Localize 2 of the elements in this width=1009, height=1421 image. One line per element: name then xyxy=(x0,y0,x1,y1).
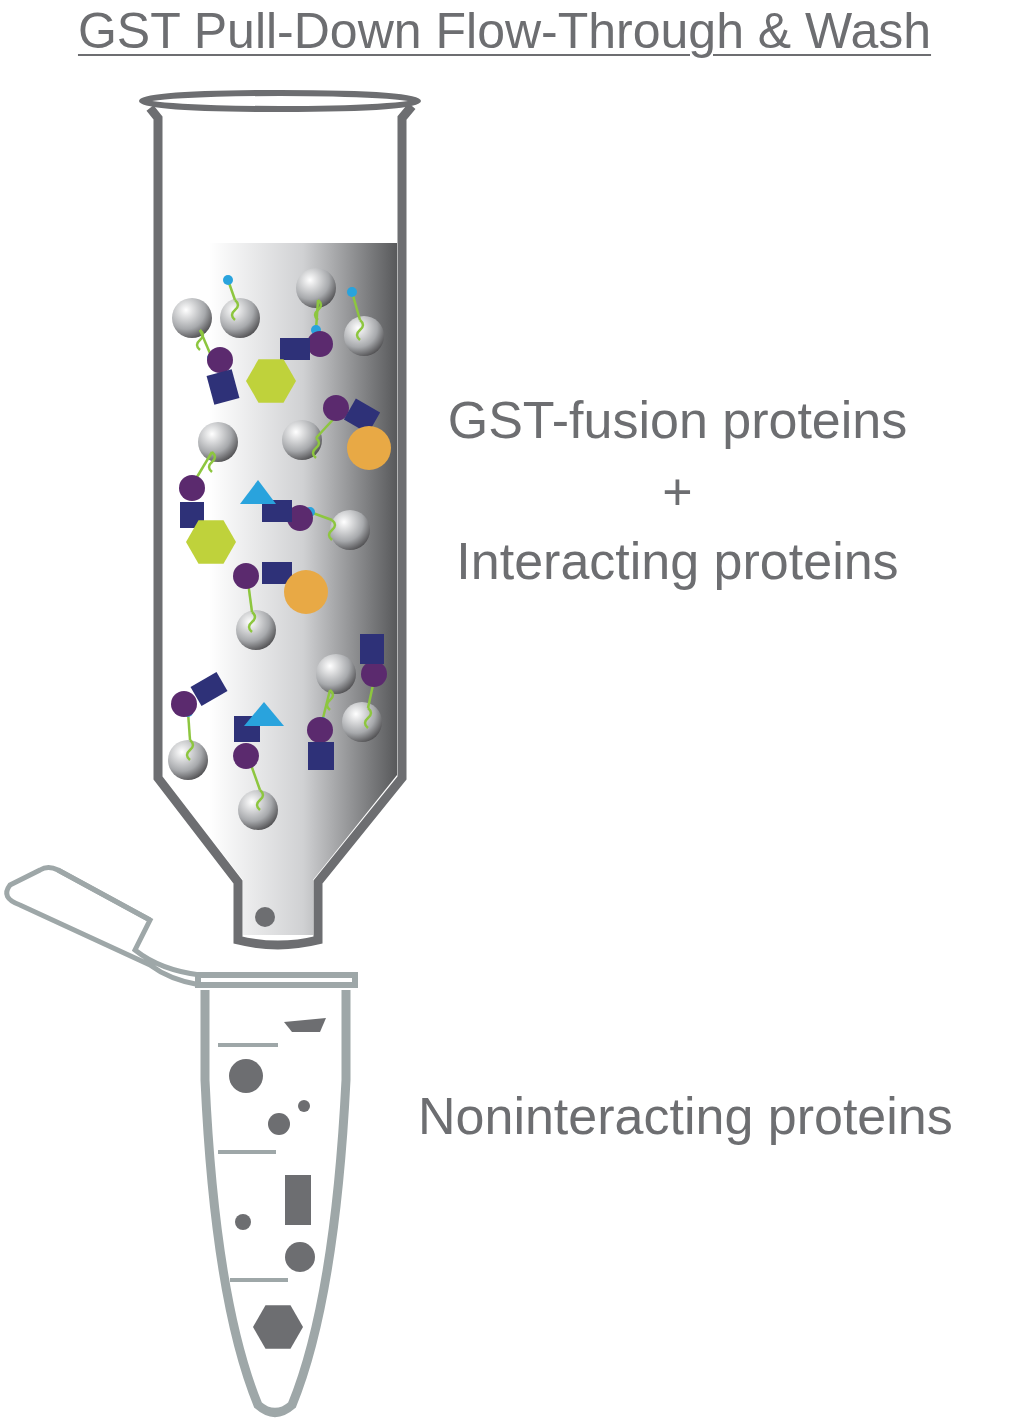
plus-sign: + xyxy=(661,466,694,518)
title: GST Pull-Down Flow-Through & Wash xyxy=(76,6,933,56)
